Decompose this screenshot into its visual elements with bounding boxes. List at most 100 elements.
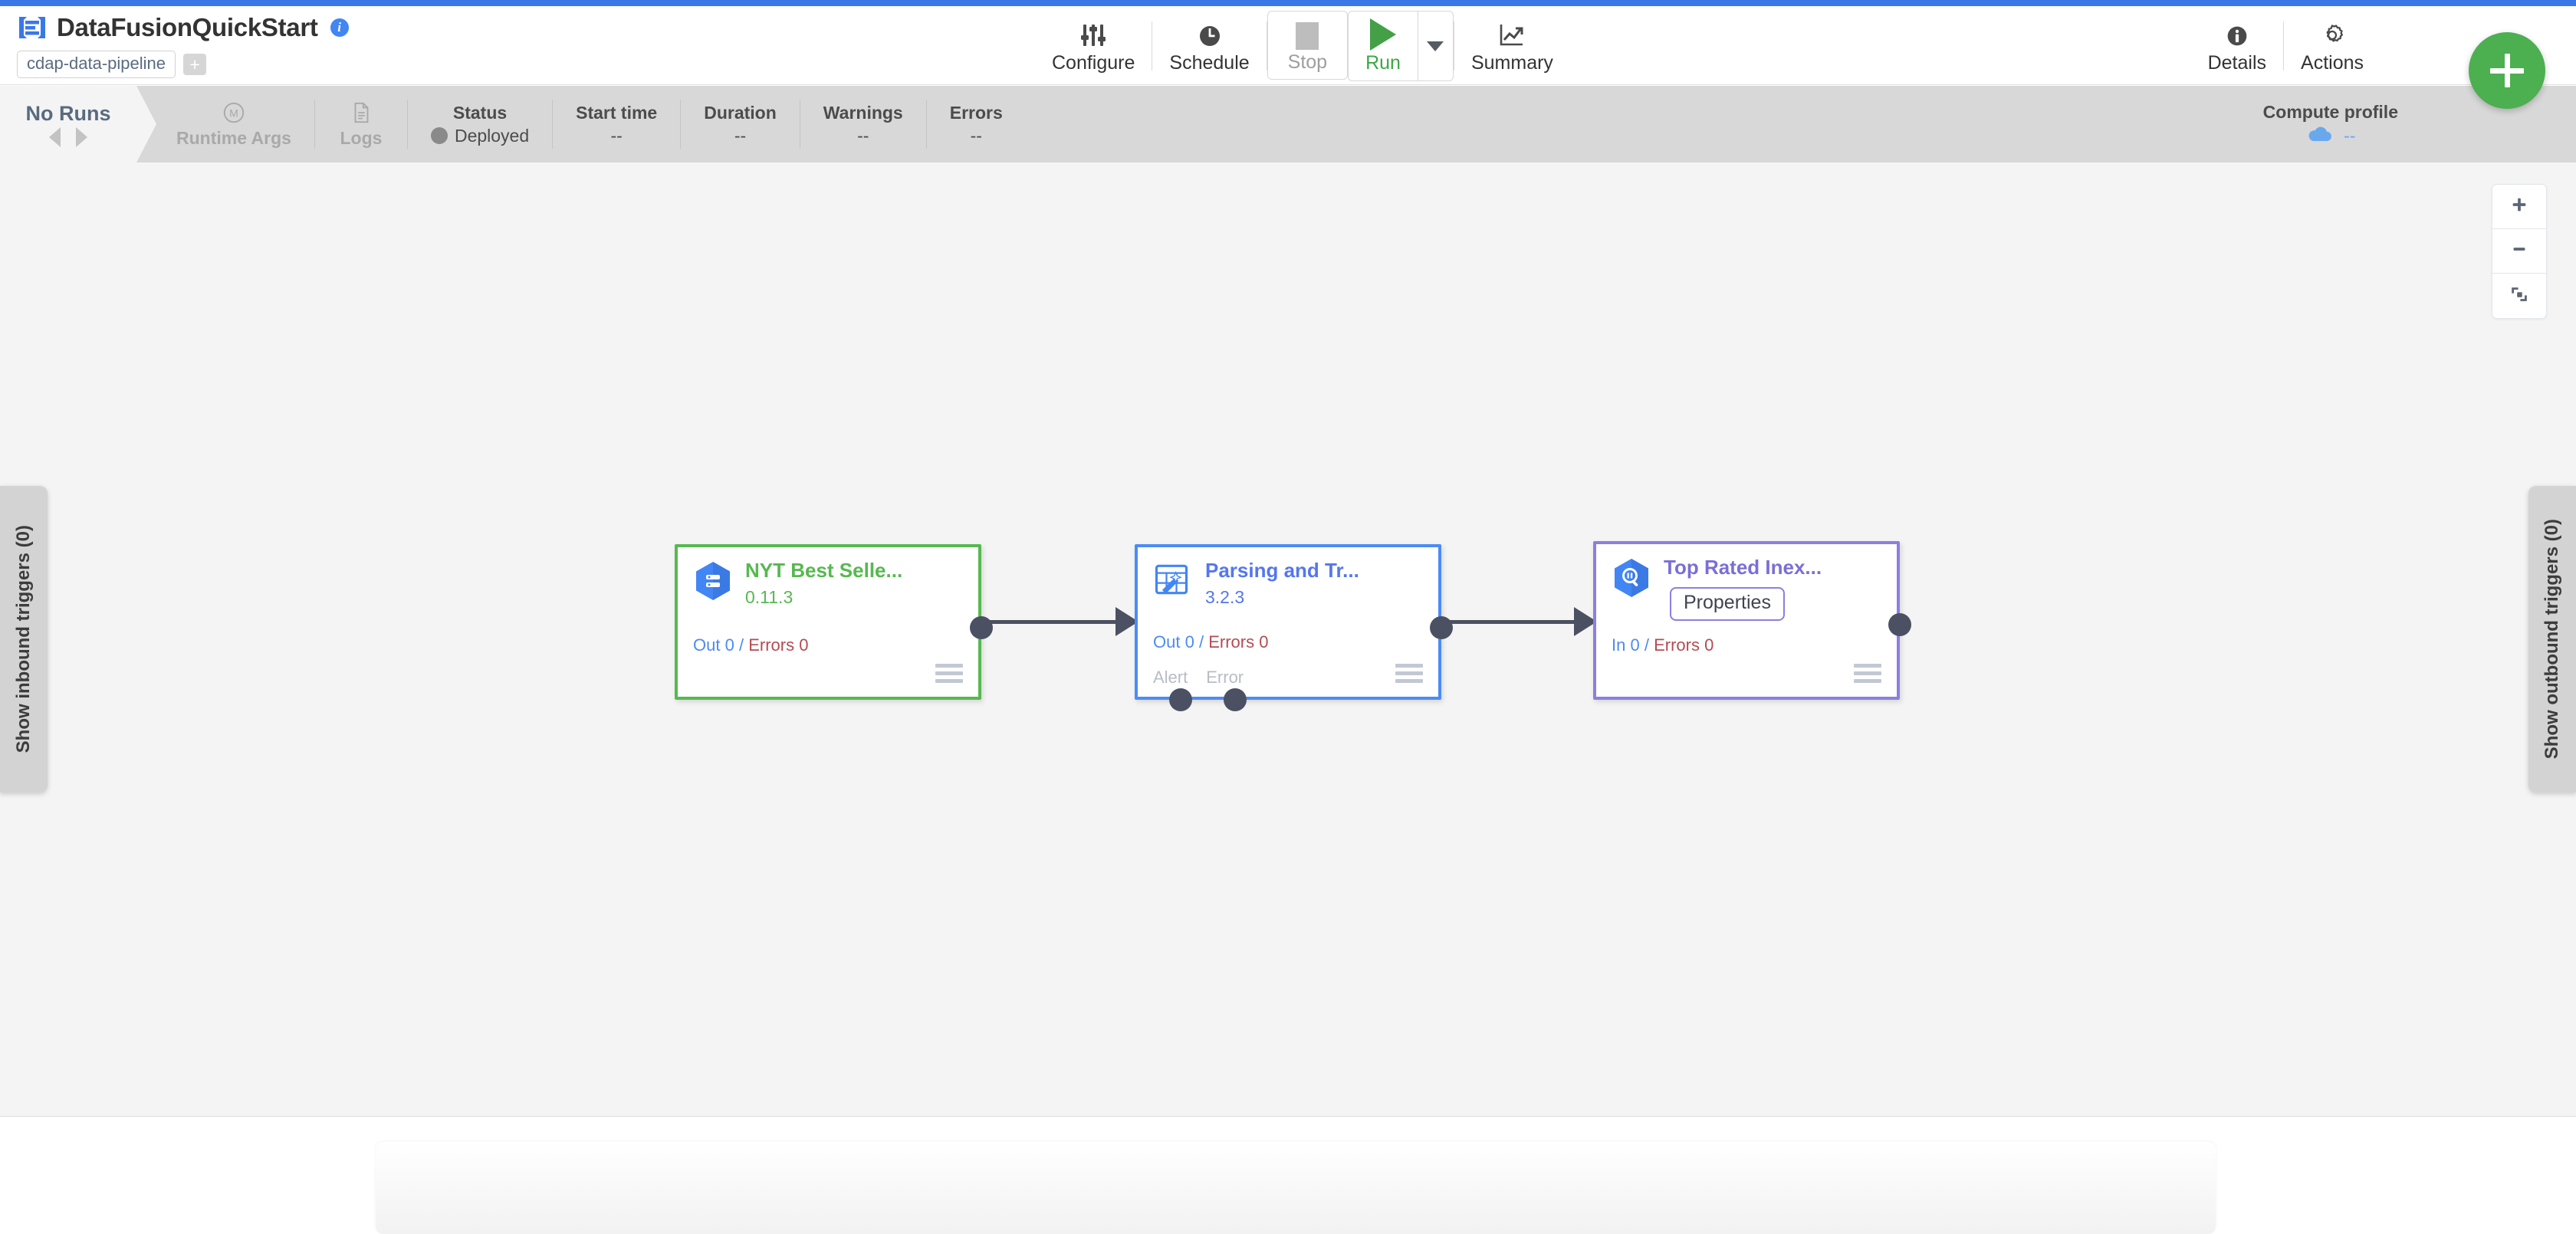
zoom-out-button[interactable] xyxy=(2492,229,2546,274)
gear-icon xyxy=(2317,18,2348,51)
properties-tooltip[interactable]: Properties xyxy=(1670,587,1785,621)
node-name: Top Rated Inex... xyxy=(1664,556,1822,579)
node-alert-port[interactable] xyxy=(1169,688,1192,711)
actions-button[interactable]: Actions xyxy=(2284,11,2380,81)
node-output-port[interactable] xyxy=(970,616,993,639)
duration-value: -- xyxy=(734,125,747,146)
status-divider xyxy=(552,100,554,149)
node-header: NYT Best Selle... 0.11.3 xyxy=(678,547,978,609)
fit-screen-button[interactable] xyxy=(2492,274,2546,318)
svg-text:M: M xyxy=(229,107,238,120)
node-titles: NYT Best Selle... 0.11.3 xyxy=(745,559,903,609)
run-options-dropdown[interactable] xyxy=(1417,11,1453,80)
status-metric-warnings: Warnings -- xyxy=(800,86,926,162)
inbound-triggers-label: Show inbound triggers (0) xyxy=(13,525,34,753)
brand-block: DataFusionQuickStart i xyxy=(17,12,349,43)
status-metrics-group: M Runtime Args Logs Status Deployed xyxy=(153,86,1026,162)
node-error-port-label: Error xyxy=(1206,668,1244,687)
node-errors-label: Errors xyxy=(1208,632,1255,651)
node-name: NYT Best Selle... xyxy=(745,559,903,582)
caret-left-icon[interactable] xyxy=(49,126,61,147)
node-metric-separator: / xyxy=(738,635,744,655)
status-metric-errors: Errors -- xyxy=(927,86,1026,162)
toolbar-divider xyxy=(2283,21,2285,71)
top-accent-bar xyxy=(0,0,2576,6)
clock-icon xyxy=(1194,18,1225,51)
node-errors-label: Errors xyxy=(748,635,795,655)
node-menu-button[interactable] xyxy=(1395,664,1423,683)
pipeline-toolbar-right: Details Actions xyxy=(2191,11,2380,81)
canvas-zoom-controls xyxy=(2492,184,2547,319)
artifact-row: cdap-data-pipeline + xyxy=(17,51,207,79)
run-nav-controls xyxy=(49,126,87,147)
schedule-label: Schedule xyxy=(1169,51,1250,74)
node-errors-value: 0 xyxy=(799,635,809,655)
start-time-header: Start time xyxy=(576,102,658,123)
fit-screen-icon xyxy=(2509,284,2530,309)
cloud-icon xyxy=(2305,126,2334,147)
node-version: 0.11.3 xyxy=(745,586,794,607)
show-inbound-triggers-tab[interactable]: Show inbound triggers (0) xyxy=(0,486,48,793)
status-divider xyxy=(314,100,315,149)
run-button[interactable]: Run xyxy=(1349,11,1418,80)
zoom-in-button[interactable] xyxy=(2492,185,2546,229)
node-output-port[interactable] xyxy=(1430,616,1453,639)
start-time-value: -- xyxy=(610,125,623,146)
status-metric-start-time: Start time -- xyxy=(553,86,680,162)
status-metric-status: Status Deployed xyxy=(408,86,552,162)
warnings-value: -- xyxy=(857,125,869,146)
node-alert-port-label: Alert xyxy=(1153,668,1188,687)
status-badge xyxy=(430,127,448,144)
app-header: DataFusionQuickStart i cdap-data-pipelin… xyxy=(0,6,2576,85)
add-plugin-fab-button[interactable] xyxy=(2469,32,2545,109)
info-circle-icon xyxy=(2223,18,2252,51)
pipeline-info-icon[interactable]: i xyxy=(330,18,349,37)
status-value: Deployed xyxy=(454,125,530,146)
warnings-header: Warnings xyxy=(823,102,903,123)
status-divider xyxy=(406,100,408,149)
node-metrics: In 0 / Errors 0 xyxy=(1612,635,1714,655)
compute-profile-value: -- xyxy=(2344,126,2356,146)
node-out-label: Out xyxy=(693,635,721,655)
actions-label: Actions xyxy=(2301,51,2364,74)
compute-profile-value-wrap: -- xyxy=(2305,126,2355,147)
stop-square-icon xyxy=(1296,18,1319,50)
stop-button[interactable]: Stop xyxy=(1267,11,1349,80)
node-out-value: 0 xyxy=(1184,632,1194,651)
status-divider xyxy=(925,100,927,149)
details-button[interactable]: Details xyxy=(2191,11,2283,81)
status-value-wrap: Deployed xyxy=(430,125,530,146)
add-tag-button[interactable]: + xyxy=(183,54,207,76)
compute-profile-block[interactable]: Compute profile -- xyxy=(2263,86,2398,162)
node-errors-value: 0 xyxy=(1704,635,1714,655)
configure-label: Configure xyxy=(1052,51,1135,74)
node-output-port[interactable] xyxy=(1888,613,1911,636)
caret-right-icon[interactable] xyxy=(76,126,87,147)
node-port-labels: Alert Error xyxy=(1153,668,1244,688)
pipeline-node-sink[interactable]: Top Rated Inex... Properties In 0 / Erro… xyxy=(1593,541,1911,700)
runtime-args-button[interactable]: M Runtime Args xyxy=(153,86,314,162)
summary-button[interactable]: Summary xyxy=(1454,11,1570,81)
cdap-logo-icon xyxy=(17,12,48,43)
summary-label: Summary xyxy=(1470,51,1553,74)
node-version: 3.2.3 xyxy=(1205,586,1245,607)
node-error-port[interactable] xyxy=(1224,688,1247,711)
node-menu-button[interactable] xyxy=(935,664,963,683)
configure-button[interactable]: Configure xyxy=(1035,11,1152,81)
schedule-button[interactable]: Schedule xyxy=(1152,11,1266,81)
node-menu-button[interactable] xyxy=(1854,664,1881,683)
logs-button[interactable]: Logs xyxy=(315,86,407,162)
pipeline-node-source[interactable]: NYT Best Selle... 0.11.3 Out 0 / Errors … xyxy=(675,544,993,700)
details-label: Details xyxy=(2207,51,2267,74)
status-divider xyxy=(680,100,682,149)
show-outbound-triggers-tab[interactable]: Show outbound triggers (0) xyxy=(2528,486,2576,793)
pipeline-node-transform[interactable]: Parsing and Tr... 3.2.3 Out 0 / Errors 0… xyxy=(1135,544,1453,711)
macro-m-icon: M xyxy=(222,100,246,126)
runtime-args-label: Runtime Args xyxy=(176,128,291,148)
node-metric-separator: / xyxy=(1198,632,1204,651)
node-metrics: Out 0 / Errors 0 xyxy=(693,635,808,655)
run-selector[interactable]: No Runs xyxy=(0,86,156,162)
pipeline-canvas[interactable]: Show inbound triggers (0) Show outbound … xyxy=(0,162,2576,1117)
status-header: Status xyxy=(452,102,508,123)
chevron-down-icon xyxy=(1427,41,1444,51)
